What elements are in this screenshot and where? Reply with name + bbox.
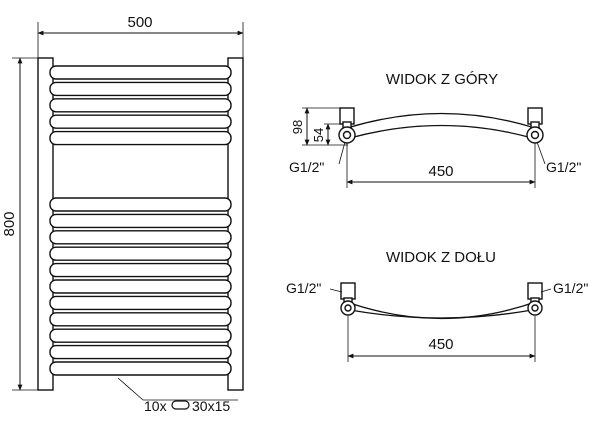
tube-4: [49, 114, 232, 129]
tube-3: [49, 98, 232, 113]
top-right-connection-label: G1/2": [546, 159, 581, 175]
oval-tube-section-icon: [171, 400, 190, 410]
height-dimension: 800: [1, 57, 42, 391]
tube-14: [49, 328, 232, 343]
bottom-right-connection-label: G1/2": [553, 280, 588, 296]
tube-8: [49, 230, 232, 245]
tube-count-label: 10x: [144, 398, 167, 414]
tube-size-label: 30x15: [192, 398, 230, 414]
right-valve-top: [526, 107, 544, 144]
bottom-view-title: WIDOK Z DOŁU: [386, 249, 496, 266]
tube-13: [49, 312, 232, 327]
top-spacing-label: 450: [428, 163, 453, 180]
tube-5: [49, 130, 232, 146]
tube-2: [49, 81, 232, 97]
bottom-spacing-dimension: 450: [347, 316, 536, 362]
tube-12: [49, 295, 232, 311]
heating-tubes: [49, 65, 232, 376]
top-view-curve-outer: [343, 112, 539, 130]
left-valve-bottom: [340, 282, 356, 316]
tube-15: [49, 344, 232, 360]
top-view-title: WIDOK Z GÓRY: [386, 71, 498, 88]
front-view: 500 800 10x 30x15: [1, 14, 244, 414]
bottom-view: WIDOK Z DOŁU G1/2" G1/2" 450: [286, 249, 588, 362]
width-dimension: 500: [37, 14, 244, 60]
depth-outer-label: 98: [290, 120, 305, 134]
top-left-connection-label: G1/2": [289, 159, 324, 175]
tube-10: [49, 262, 232, 278]
bottom-view-curve-inner: [349, 309, 533, 319]
top-spacing-dimension: 450: [346, 143, 536, 188]
tube-1: [49, 65, 232, 80]
tube-9: [49, 246, 232, 261]
tube-11: [49, 279, 232, 294]
right-valve-bottom: [527, 282, 543, 316]
tube-7: [49, 213, 232, 229]
height-label: 800: [1, 211, 18, 236]
depth-inner-label: 54: [311, 128, 326, 142]
tube-note: 10x 30x15: [117, 377, 238, 414]
bottom-left-connection-label: G1/2": [286, 280, 321, 296]
top-view: WIDOK Z GÓRY 98 54 G1/2": [289, 71, 581, 188]
bottom-view-curve-outer: [343, 300, 539, 320]
tube-6: [49, 197, 232, 212]
left-valve-top: [338, 107, 356, 144]
top-view-curve-inner: [349, 124, 533, 139]
tube-16: [49, 361, 232, 376]
bottom-spacing-label: 450: [428, 336, 453, 353]
width-label: 500: [127, 14, 152, 31]
depth-dimensions: 98 54: [290, 107, 348, 146]
